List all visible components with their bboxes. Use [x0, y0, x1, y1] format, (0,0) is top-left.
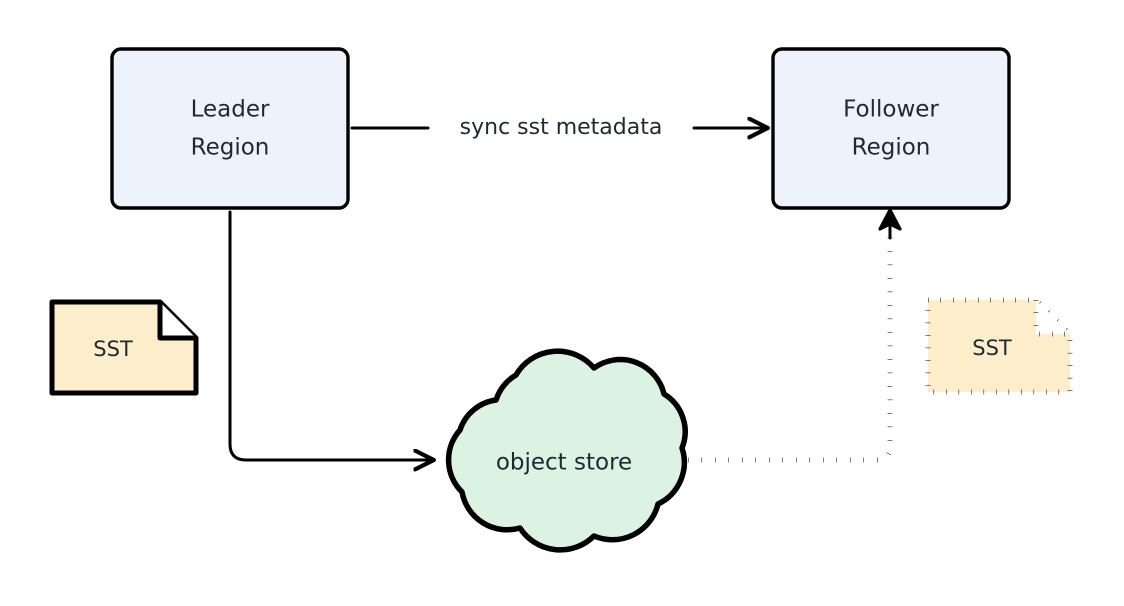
follower-region-label-line1: Follower: [843, 97, 939, 123]
sst-follower-fold-fill: [1036, 300, 1070, 334]
node-sst-leader[interactable]: SST: [49, 299, 199, 396]
upload-edge-path: [228, 210, 432, 460]
sst-leader-fold-corner-icon: [157, 302, 196, 341]
edge-object-store-to-follower: [688, 208, 902, 463]
node-object-store[interactable]: object store: [445, 348, 688, 553]
sst-leader-label: SST: [93, 337, 133, 361]
node-sst-follower[interactable]: SST: [925, 297, 1073, 395]
leader-region-box[interactable]: [110, 47, 350, 210]
leader-region-label-line2: Region: [191, 135, 270, 161]
sync-edge-label: sync sst metadata: [460, 115, 663, 140]
edge-sync-sst-metadata: sync sst metadata: [350, 115, 766, 140]
sst-follower-label: SST: [972, 336, 1012, 360]
node-leader-region[interactable]: Leader Region: [110, 47, 350, 210]
follower-region-label-line2: Region: [852, 135, 931, 161]
fetch-edge-path: [688, 226, 893, 463]
follower-region-box[interactable]: [771, 47, 1011, 210]
sst-follower-document-fill[interactable]: [928, 300, 1070, 392]
leader-region-label-line1: Leader: [191, 97, 270, 123]
object-store-label: object store: [496, 450, 632, 476]
edge-leader-to-object-store: [228, 210, 432, 460]
node-follower-region[interactable]: Follower Region: [771, 47, 1011, 210]
object-store-cloud-shape[interactable]: [445, 348, 688, 553]
